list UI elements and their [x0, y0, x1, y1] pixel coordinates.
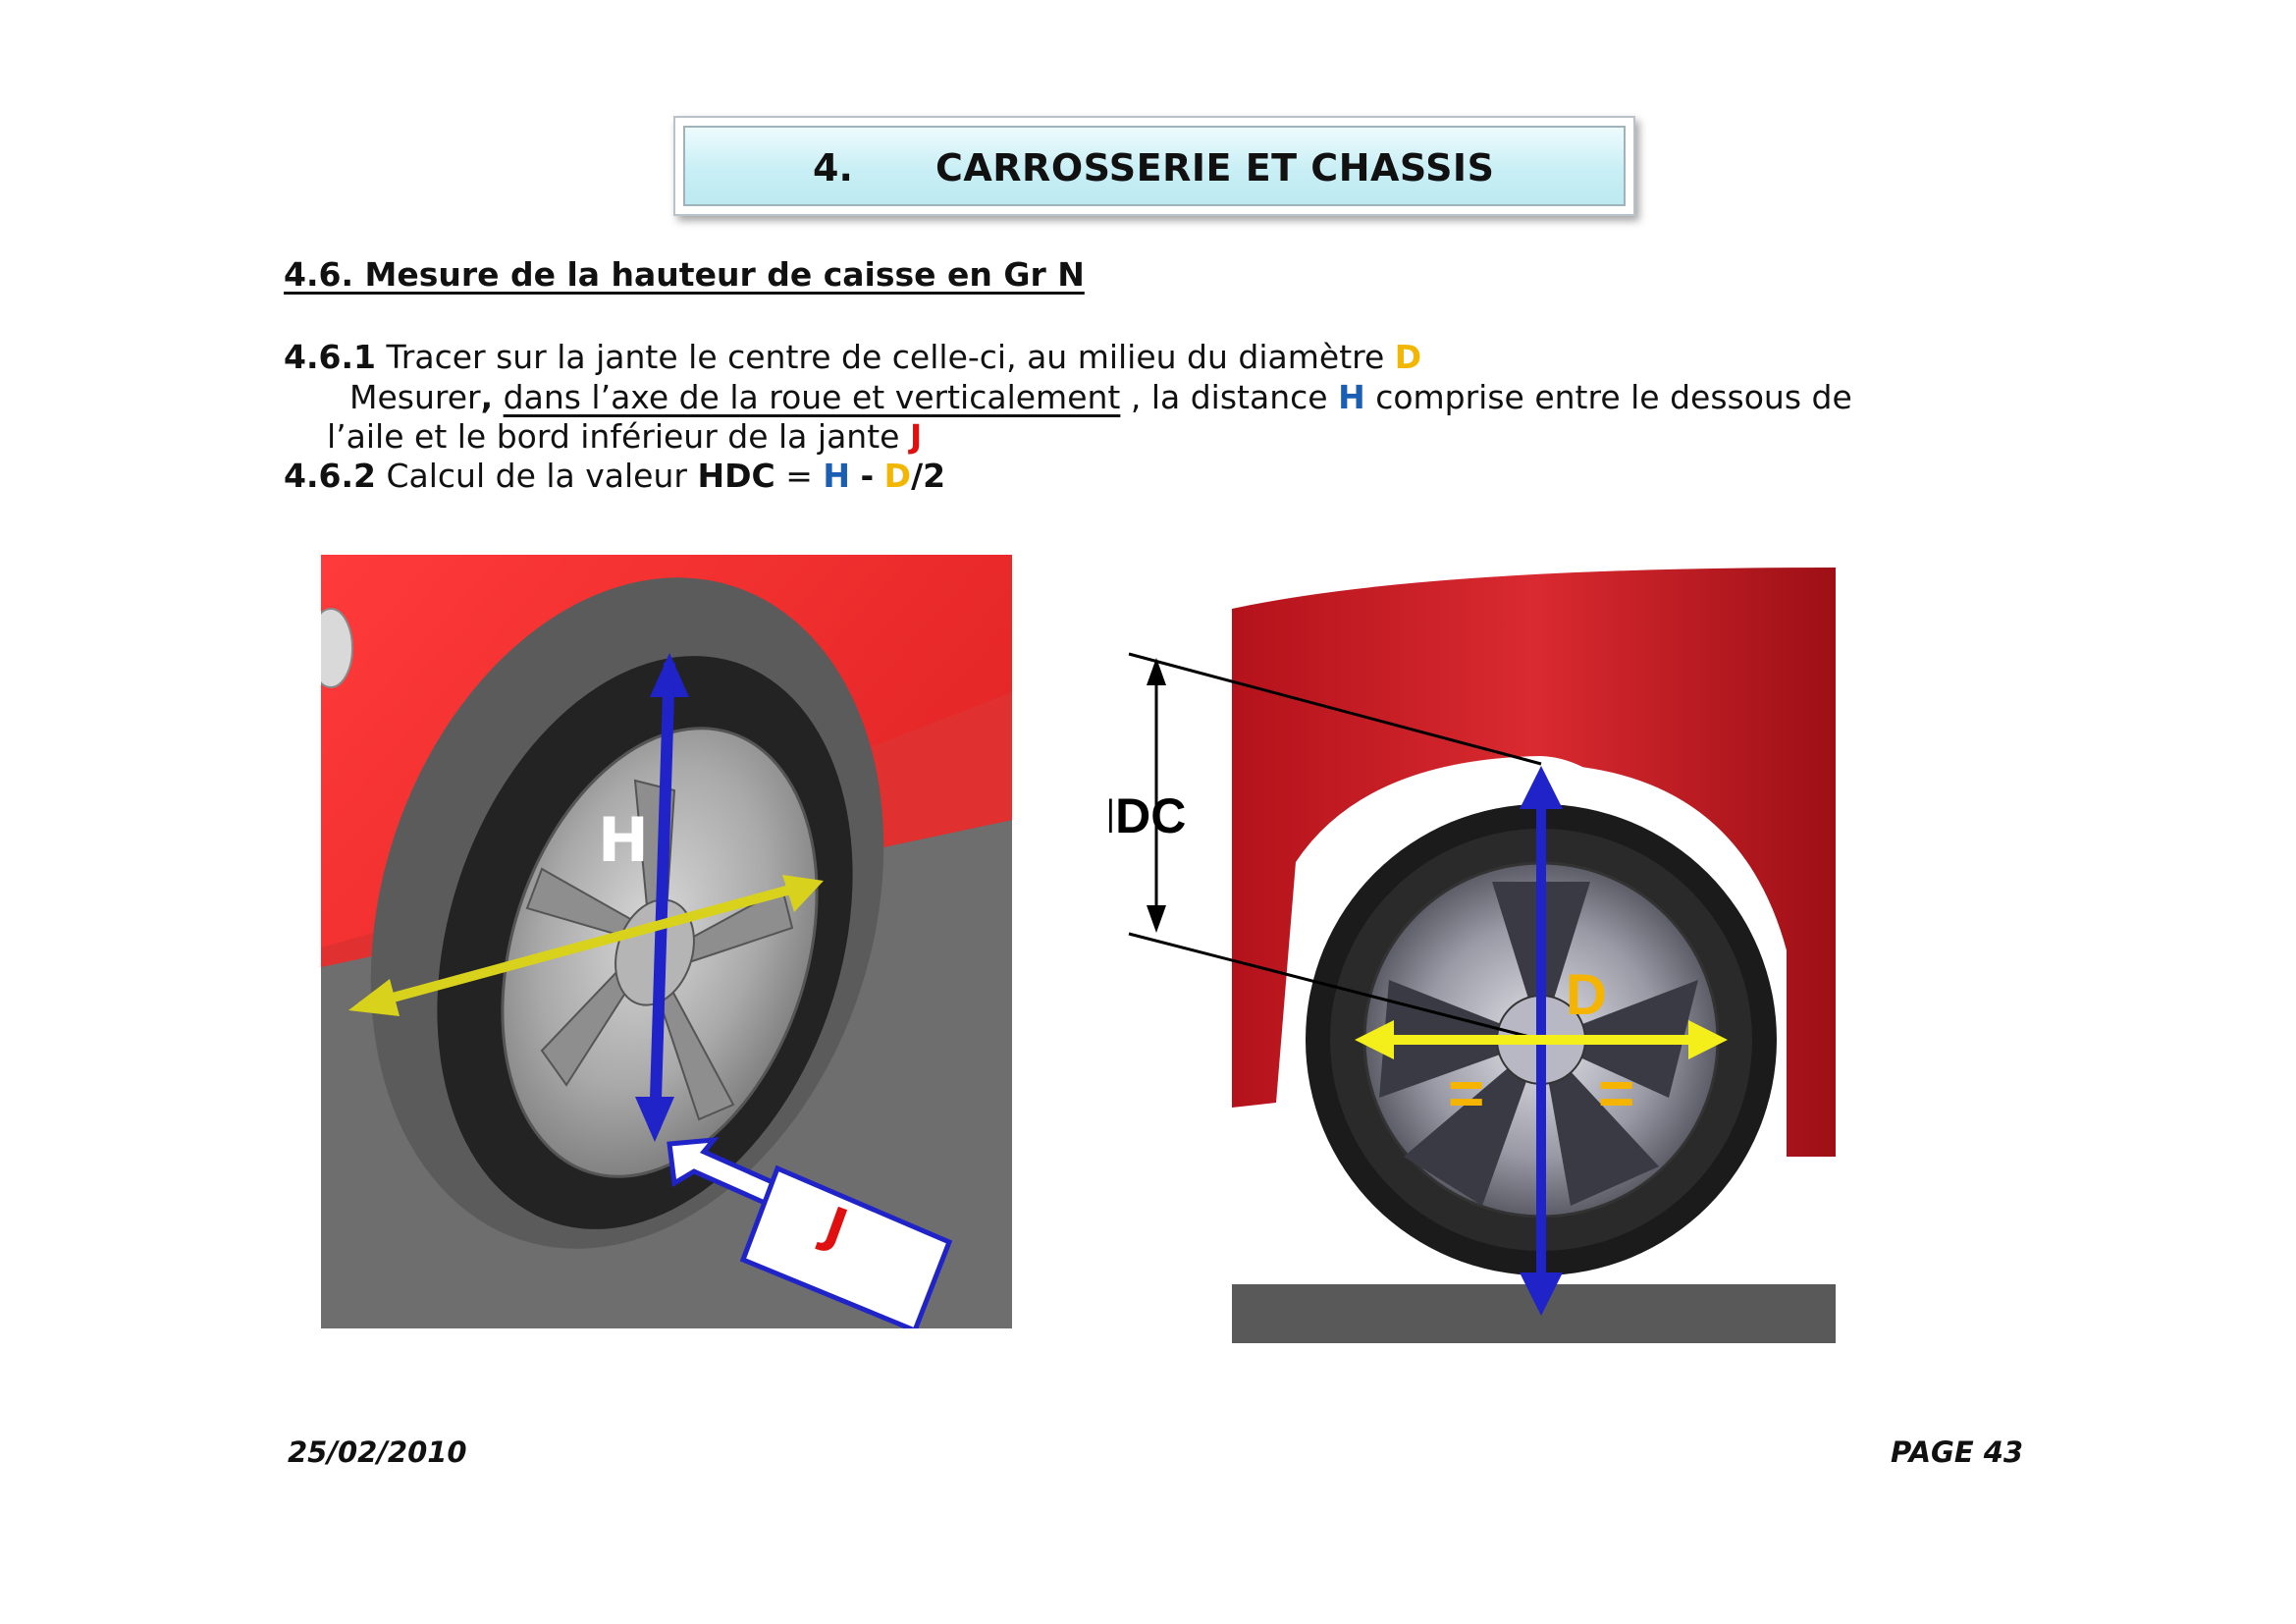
headlight [321, 608, 353, 688]
measure-comma: , [480, 378, 494, 416]
label-hdc: HDC [1109, 788, 1186, 843]
comprise-text: comprise entre le dessous de [1375, 378, 1852, 416]
formula-d: D [883, 457, 912, 495]
step-1-text: Tracer sur la jante le centre de celle-c… [386, 338, 1385, 376]
label-d: D [1566, 963, 1607, 1027]
axis-instruction: dans l’axe de la roue et verticalement [503, 378, 1121, 416]
letter-d: D [1394, 338, 1422, 376]
chapter-title-inner: 4. CARROSSERIE ET CHASSIS [683, 126, 1626, 206]
letter-h: H [1338, 378, 1365, 416]
callout-j: J [667, 1136, 953, 1328]
step-2-line: 4.6.2 Calcul de la valeur HDC = H - D/2 [284, 457, 945, 496]
hdc-reference-lines [1128, 652, 1542, 1042]
step-1-number: 4.6.1 [284, 338, 376, 376]
right-wheel-figure: HDC D = = [1109, 568, 1836, 1343]
step-2-text: Calcul de la valeur [386, 457, 687, 495]
footer-date: 25/02/2010 [288, 1435, 467, 1469]
chapter-title: CARROSSERIE ET CHASSIS [935, 146, 1495, 189]
arrow-horizontal [1355, 1020, 1728, 1059]
footer-page: PAGE 43 [1891, 1435, 2024, 1469]
step-1-line-1: 4.6.1 Tracer sur la jante le centre de c… [284, 338, 1421, 377]
formula-h: H [823, 457, 850, 495]
measure-word: Mesurer [349, 378, 481, 416]
label-eq-right: = [1598, 1057, 1634, 1128]
arrow-h [635, 653, 689, 1142]
label-h: H [598, 804, 649, 876]
wing-text: l’aile et le bord inférieur de la jante [327, 417, 900, 456]
label-eq-left: = [1448, 1057, 1484, 1128]
letter-j: J [909, 417, 923, 456]
formula-eq: = [785, 457, 813, 495]
step-1-line-3: l’aile et le bord inférieur de la jante … [327, 417, 922, 457]
distance-text: , la distance [1130, 378, 1328, 416]
formula-div: /2 [911, 457, 946, 495]
car-body [1232, 568, 1836, 1157]
step-1-line-2: Mesurer, dans l’axe de la roue et vertic… [349, 378, 1852, 417]
formula-minus: - [860, 457, 875, 495]
formula-hdc: HDC [697, 457, 775, 495]
chapter-number: 4. [813, 146, 853, 189]
arrow-d [348, 875, 824, 1016]
chapter-title-box: 4. CARROSSERIE ET CHASSIS [673, 116, 1635, 216]
section-heading: 4.6. Mesure de la hauteur de caisse en G… [284, 255, 1085, 294]
left-wheel-figure: H J [321, 555, 1012, 1328]
step-2-number: 4.6.2 [284, 457, 376, 495]
hdc-arrow [1147, 658, 1166, 933]
